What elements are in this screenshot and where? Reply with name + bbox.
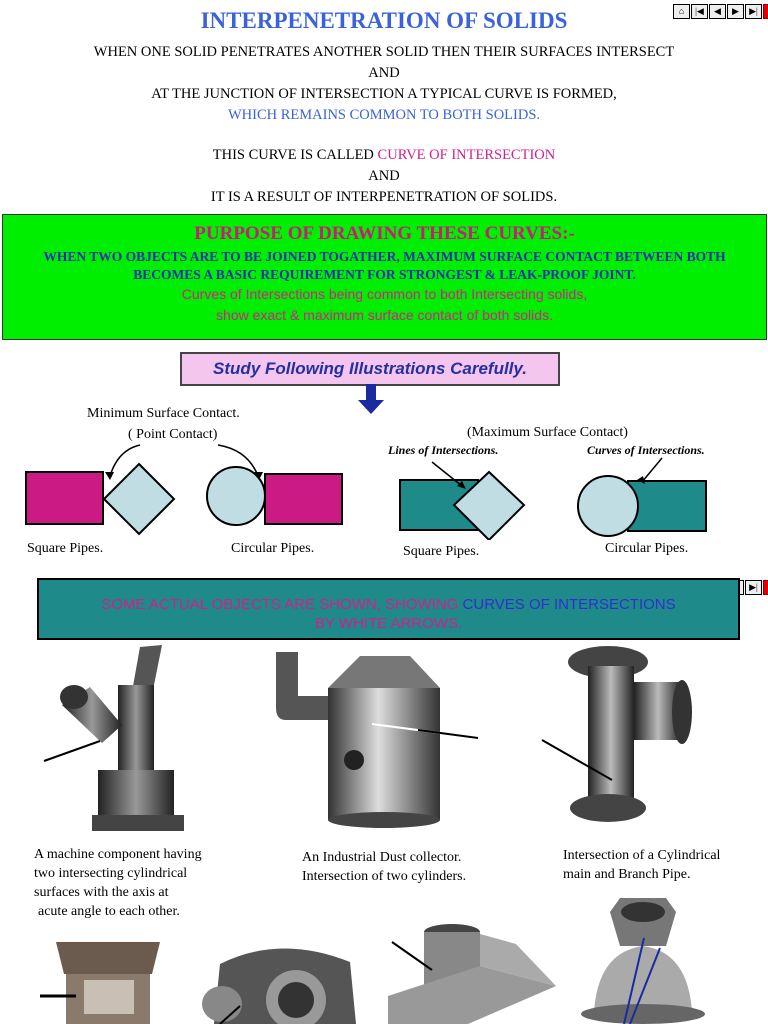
min-contact-sub: ( Point Contact) [128, 427, 218, 442]
circular-pipe-circle-2 [577, 475, 639, 537]
caption-1-line-2: two intersecting cylindrical [34, 866, 188, 881]
purpose-title: PURPOSE OF DRAWING THESE CURVES:- [194, 223, 575, 244]
circular-pipe-circle [206, 466, 266, 526]
pointer-line-right [217, 444, 259, 477]
caption-branch-pipe: Intersection of a Cylindrical main and B… [563, 846, 720, 884]
home-icon[interactable]: ⌂ [673, 4, 690, 19]
branch-pipe-image [541, 646, 692, 822]
purpose-line-4: show exact & maximum surface contact of … [216, 307, 553, 323]
next-icon[interactable]: ▶ [727, 4, 744, 19]
caption-3-line-1: Intersection of a Cylindrical [563, 848, 721, 863]
hopper-image [40, 942, 160, 1024]
study-banner: Study Following Illustrations Carefully. [180, 352, 560, 386]
actual-part1: SOME ACTUAL OBJECTS ARE SHOWN, SHOWING [101, 596, 463, 613]
page-title: INTERPENETRATION OF SOLIDS [200, 8, 568, 33]
actual-line-2: BY WHITE ARROWS. [314, 615, 463, 632]
stop-icon[interactable] [763, 4, 768, 19]
actual-objects-box: SOME ACTUAL OBJECTS ARE SHOWN, SHOWING C… [37, 578, 740, 640]
caption-machine-component: A machine component having two intersect… [34, 845, 202, 921]
purpose-line-3: Curves of Intersections being common to … [181, 286, 588, 302]
square-pipes-label-1: Square Pipes. [27, 541, 104, 556]
intro-line-2: AND [368, 65, 400, 81]
square-pipe-diamond-2 [452, 470, 526, 540]
caption-3-line-2: main and Branch Pipe. [563, 867, 691, 882]
caption-1-line-3: surfaces with the axis at [34, 885, 169, 900]
max-contact-title: (Maximum Surface Contact) [467, 425, 628, 440]
actual-part2: CURVES OF INTERSECTIONS [462, 596, 676, 613]
housing-image [202, 948, 356, 1024]
intro-line-3: AT THE JUNCTION OF INTERSECTION A TYPICA… [151, 86, 617, 102]
caption-dust-collector: An Industrial Dust collector. Intersecti… [302, 848, 466, 886]
curve-of-intersection-text: CURVE OF INTERSECTION [377, 147, 556, 163]
first-icon[interactable]: |◀ [691, 4, 708, 19]
prev-icon[interactable]: ◀ [709, 4, 726, 19]
nav-bar-top: ⌂ |◀ ◀ ▶ ▶| [673, 4, 768, 19]
intro-line-7: IT IS A RESULT OF INTERPENETRATION OF SO… [210, 189, 558, 205]
intro-line-6: AND [368, 168, 400, 184]
stop-icon[interactable] [763, 580, 768, 595]
circular-pipes-label-2: Circular Pipes. [605, 541, 689, 556]
down-arrow-icon [358, 384, 384, 414]
caption-1-line-4: acute angle to each other. [38, 904, 180, 919]
curves-of-intersections-label: Curves of Intersections. [587, 443, 705, 457]
block-image [388, 924, 556, 1024]
valve-body-image [581, 898, 705, 1024]
circular-pipe-teal [627, 480, 707, 532]
purpose-line-1: WHEN TWO OBJECTS ARE TO BE JOINED TOGATH… [43, 249, 726, 264]
caption-2-line-2: Intersection of two cylinders. [302, 869, 467, 884]
square-pipe-diamond [102, 462, 176, 536]
purpose-line-2: BECOMES A BASIC REQUIREMENT FOR STRONGES… [133, 267, 636, 282]
last-icon[interactable]: ▶| [745, 4, 762, 19]
square-pipes-label-2: Square Pipes. [403, 544, 480, 559]
intro-line-5: THIS CURVE IS CALLED CURVE OF INTERSECTI… [0, 147, 768, 164]
purpose-box: PURPOSE OF DRAWING THESE CURVES:- WHEN T… [2, 214, 767, 340]
circular-pipes-label-1: Circular Pipes. [231, 541, 315, 556]
actual-line-1: SOME ACTUAL OBJECTS ARE SHOWN, SHOWING C… [39, 596, 738, 613]
square-pipe-magenta [25, 471, 104, 525]
dust-collector-image [276, 652, 479, 828]
caption-1-line-1: A machine component having [34, 847, 202, 862]
pointer-line-left [109, 444, 141, 477]
caption-2-line-1: An Industrial Dust collector. [302, 850, 462, 865]
last-icon[interactable]: ▶| [745, 580, 762, 595]
pipe-contact-diagrams [25, 444, 707, 540]
circular-pipe-magenta [264, 473, 343, 525]
intro-line-4: WHICH REMAINS COMMON TO BOTH SOLIDS. [227, 107, 541, 123]
intro-line-1: WHEN ONE SOLID PENETRATES ANOTHER SOLID … [93, 44, 675, 60]
lines-of-intersections-label: Lines of Intersections. [388, 443, 499, 457]
min-contact-title: Minimum Surface Contact. [87, 406, 240, 421]
machine-component-image [43, 645, 184, 831]
curve-called-text: THIS CURVE IS CALLED [212, 147, 378, 163]
